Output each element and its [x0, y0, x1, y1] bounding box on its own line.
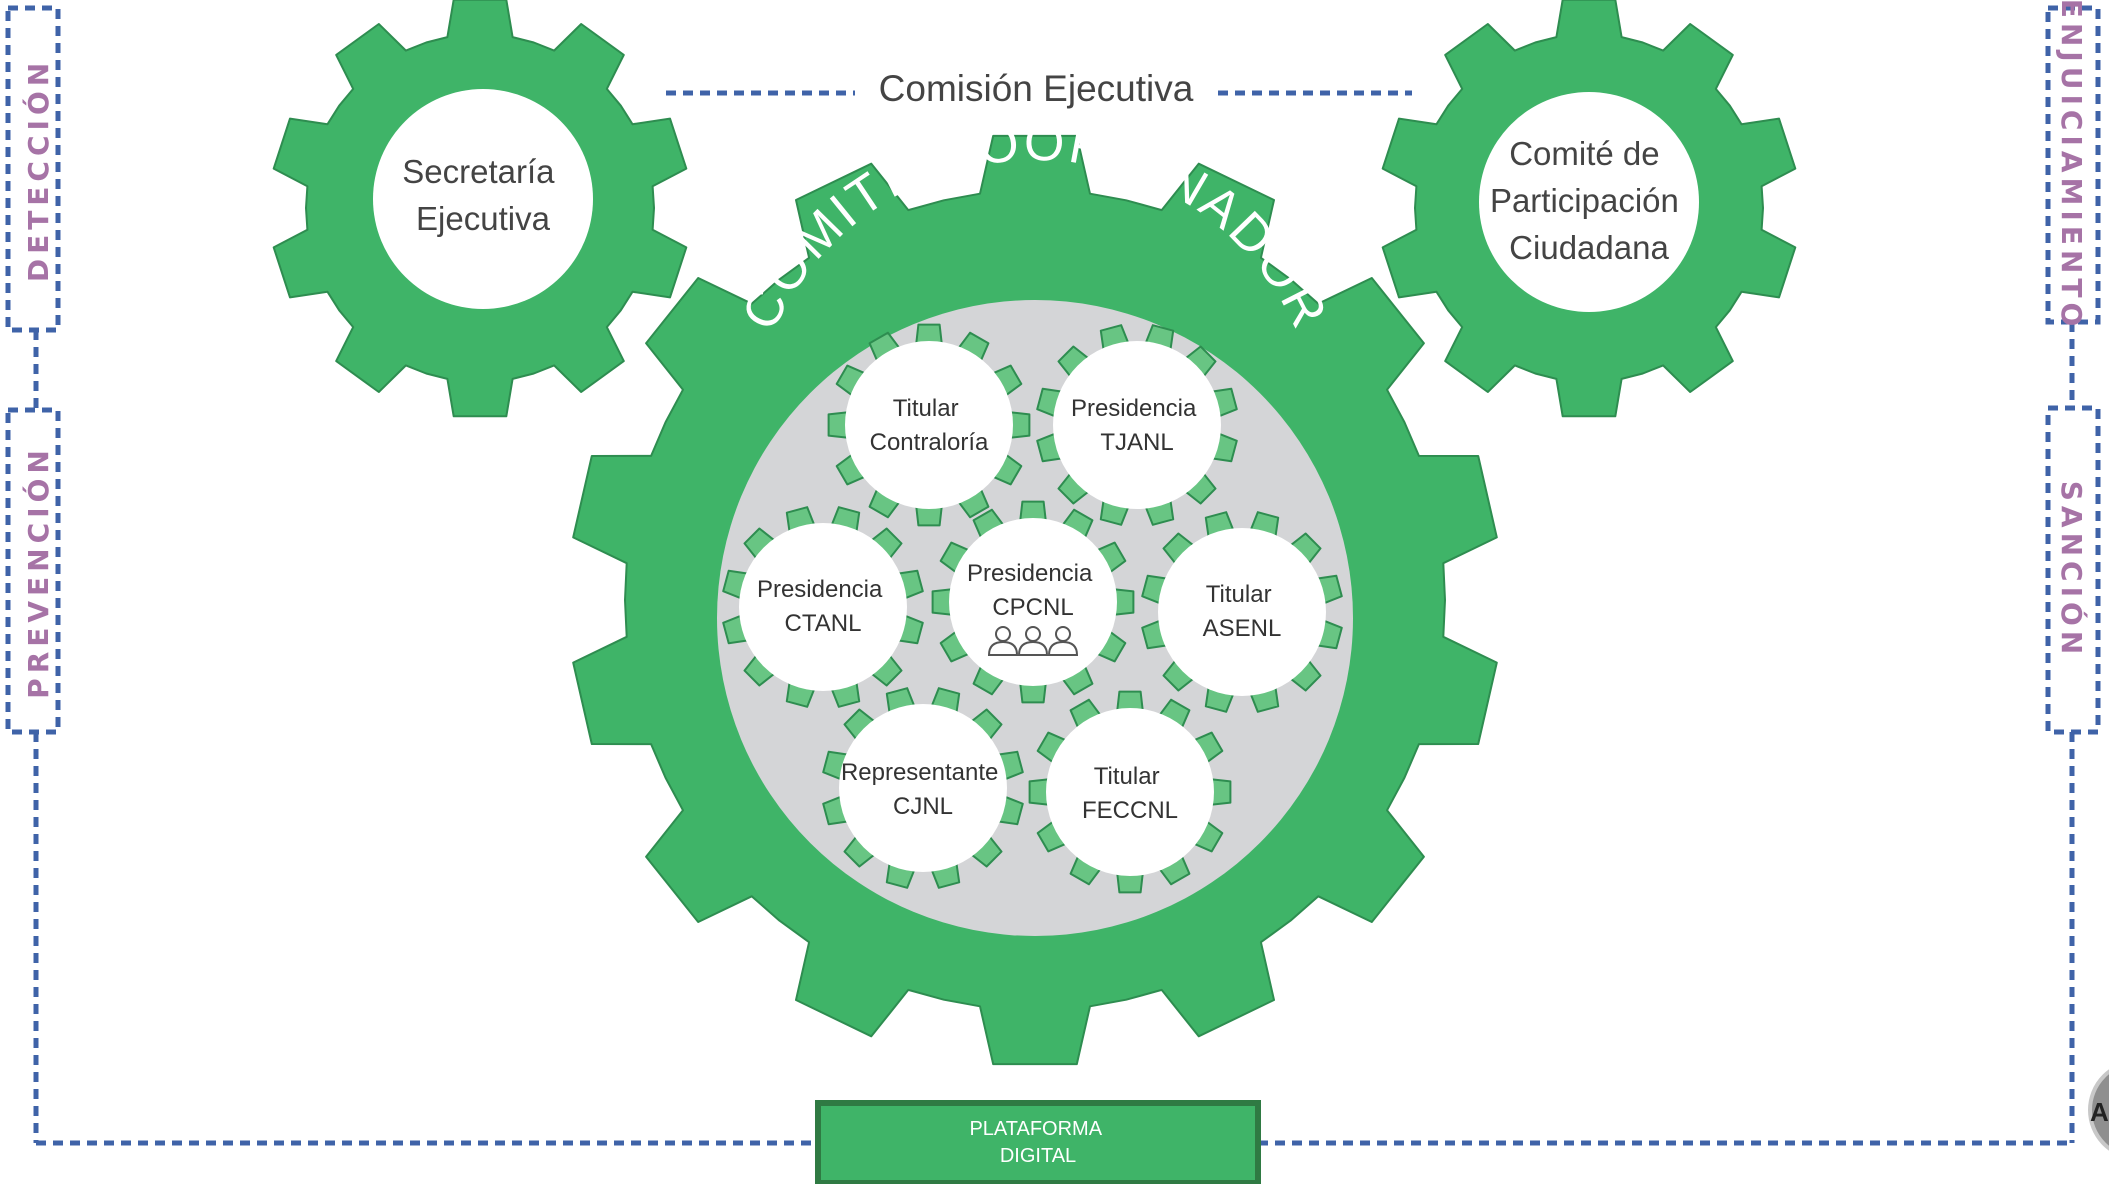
svg-text:Representante CJNL: Representante CJNL — [841, 759, 1005, 820]
svg-text:Titular ASENL: Titular ASENL — [1203, 581, 1282, 642]
member-tjanl: Presidencia TJANL — [1053, 341, 1221, 509]
svg-text:Titular FECCNL: Titular FECCNL — [1082, 763, 1178, 824]
dashed-connectors — [5, 5, 2101, 1146]
svg-text:Al: Al — [2090, 1097, 2109, 1127]
corner-logo: Al — [2088, 1069, 2109, 1151]
svg-text:Presidencia CPCNL: Presidencia CPCNL — [967, 560, 1099, 621]
svg-text:PLATAFORMA DIGITAL: PLATAFORMA DIGITAL — [969, 1118, 1106, 1167]
right-gear-label: Comité de Participación Ciudadana — [1490, 135, 1688, 266]
prevention-box — [5, 407, 61, 735]
member-cpcnl: Presidencia CPCNL — [949, 518, 1117, 686]
sanction-label: SANCIÓN — [2055, 481, 2089, 659]
people-group-icon — [987, 626, 1079, 656]
member-cjnl: Representante CJNL — [839, 704, 1007, 872]
member-contraloria: Titular Contraloría — [845, 341, 1013, 509]
executive-commission-label: Comisión Ejecutiva — [879, 68, 1194, 109]
svg-text:Presidencia TJANL: Presidencia TJANL — [1071, 395, 1203, 456]
member-ctanl: Presidencia CTANL — [739, 523, 907, 691]
prevention-label: PREVENCIÓN — [21, 445, 55, 699]
left-gear-label: Secretaría Ejecutiva — [402, 153, 563, 237]
digital-platform-box: PLATAFORMA DIGITAL — [815, 1100, 1261, 1184]
prosecution-label: ENJUICIAMIENTO — [2055, 0, 2088, 331]
svg-text:Presidencia CTANL: Presidencia CTANL — [757, 576, 889, 637]
left-gear-circle — [373, 89, 593, 309]
prosecution-box — [2045, 5, 2101, 325]
svg-text:Titular Contraloría: Titular Contraloría — [870, 395, 989, 456]
member-feccnl: Titular FECCNL — [1046, 708, 1214, 876]
detection-label: DETECCIÓN — [21, 58, 55, 282]
detection-box — [5, 5, 61, 333]
right-gear-circle — [1479, 92, 1699, 312]
member-asenl: Titular ASENL — [1158, 528, 1326, 696]
